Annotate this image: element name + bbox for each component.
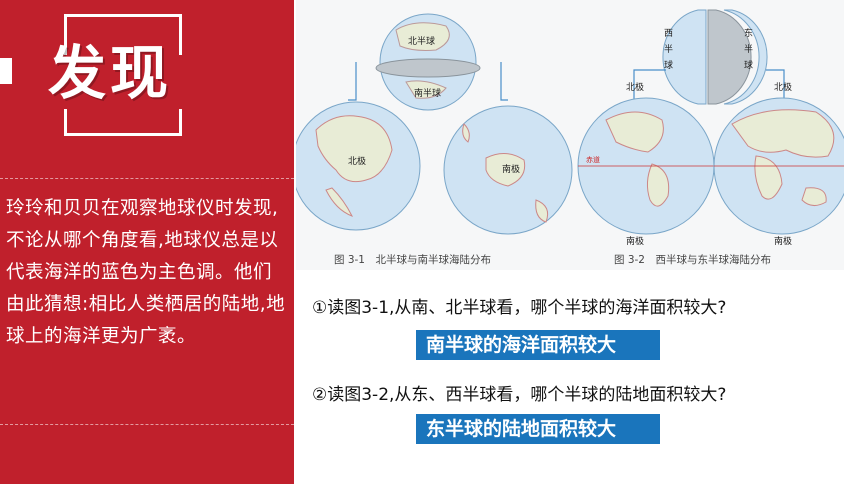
fig2-equator-label: 赤道 (586, 155, 600, 164)
divider-bottom (0, 424, 294, 425)
divider-top (0, 178, 294, 179)
fig1-north-globe: 北极 (291, 101, 421, 231)
decorative-mark (0, 58, 12, 84)
question-2: ②读图3-2,从东、西半球看，哪个半球的陆地面积较大? (312, 385, 727, 405)
question-1: ①读图3-1,从南、北半球看，哪个半球的海洋面积较大? (312, 298, 727, 318)
left-panel: 发现 玲玲和贝贝在观察地球仪时发现,不论从哪个角度看,地球仪总是以代表海洋的蓝色… (0, 0, 294, 484)
fig2-north-pole-e: 北极 (774, 81, 792, 93)
fig1-north-pole: 北极 (348, 155, 366, 167)
svg-text:球: 球 (664, 59, 673, 71)
fig1-south-pole: 南极 (502, 163, 520, 175)
hemisphere-figure: 北半球 南半球 北极 南极 西 半 球 东 半 (291, 0, 851, 270)
fig2-east-globe (713, 97, 851, 235)
title-frame (64, 14, 182, 136)
svg-text:半: 半 (744, 43, 753, 55)
fig2-east-label: 东 (744, 27, 753, 39)
fig1-south-label: 南半球 (414, 87, 441, 99)
fig1-top-globe: 北半球 南半球 (375, 13, 481, 111)
hemisphere-maps: 北半球 南半球 北极 南极 西 半 球 东 半 (291, 9, 851, 247)
fig2-top-globe: 西 半 球 东 半 球 (662, 9, 768, 105)
figure-caption-1: 图 3-1 北半球与南半球海陆分布 (334, 254, 491, 266)
fig2-south-pole-e: 南极 (774, 235, 792, 247)
fig1-north-label: 北半球 (408, 35, 435, 47)
answer-2: 东半球的陆地面积较大 (416, 414, 660, 444)
fig2-south-pole-w: 南极 (626, 235, 644, 247)
fig2-north-pole-w: 北极 (626, 81, 644, 93)
fig2-west-globe: 赤道 (577, 97, 715, 235)
intro-paragraph: 玲玲和贝贝在观察地球仪时发现,不论从哪个角度看,地球仪总是以代表海洋的蓝色为主色… (6, 198, 286, 347)
section-title: 发现 (48, 39, 173, 107)
fig1-south-globe: 南极 (443, 105, 573, 235)
answer-1: 南半球的海洋面积较大 (416, 330, 660, 360)
svg-text:球: 球 (744, 59, 753, 71)
figure-caption-2: 图 3-2 西半球与东半球海陆分布 (614, 254, 771, 266)
svg-text:半: 半 (664, 43, 673, 55)
fig2-west-label: 西 (664, 28, 673, 39)
